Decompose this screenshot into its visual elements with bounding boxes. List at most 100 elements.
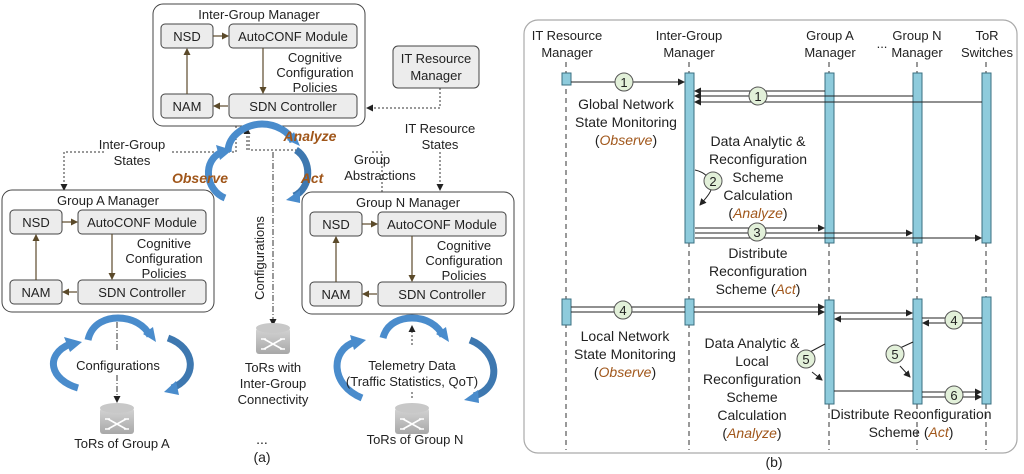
group-abstraction-line-a xyxy=(248,128,300,151)
analytic-global-line-3: Scheme xyxy=(732,169,784,185)
lifeline-group-n-line-2: Manager xyxy=(891,45,943,60)
policies-line-3: Policies xyxy=(142,266,187,281)
svg-text:1: 1 xyxy=(754,89,761,104)
tors-group-a-label: ToRs of Group A xyxy=(74,436,170,451)
lifeline-group-a-line-2: Manager xyxy=(804,45,856,60)
policies-line-3: Policies xyxy=(442,268,487,283)
autoconf-module: AutoCONF Module xyxy=(387,217,497,232)
group-abstractions-line-2: Abstractions xyxy=(344,168,416,183)
caption-b: (b) xyxy=(765,454,782,470)
step-badge-5b: 5 xyxy=(885,344,905,364)
loop-arrowhead-right xyxy=(286,190,300,203)
observe-phase-1: (Observe) xyxy=(595,132,657,148)
loop-arc-top xyxy=(224,120,297,153)
local-monitoring-line-1: Local Network xyxy=(581,328,671,344)
autoconf-module: AutoCONF Module xyxy=(87,215,197,230)
step-badge-3: 3 xyxy=(747,222,767,242)
lifeline-it-line-2: Manager xyxy=(541,45,593,60)
step-badge-1: 1 xyxy=(614,72,634,92)
telemetry-line-1: Telemetry Data xyxy=(368,358,456,373)
panel-b: IT Resource Manager Inter-Group Manager … xyxy=(523,19,1018,470)
configurations-label: Configurations xyxy=(76,358,160,373)
lifeline-it-line-1: IT Resource xyxy=(532,28,603,43)
analytic-global-line-2: Reconfiguration xyxy=(709,151,807,167)
group-n-loop xyxy=(333,314,498,403)
distribute-local-line-1: Distribute Reconfiguration xyxy=(830,406,991,422)
activation-tor-1 xyxy=(981,72,992,244)
tors-inter-group-line-3: Connectivity xyxy=(238,392,309,407)
policies-line-2: Configuration xyxy=(125,251,202,266)
analytic-local-line-1: Data Analytic & xyxy=(705,335,801,351)
svg-text:5: 5 xyxy=(802,352,809,367)
act-label: Act xyxy=(300,170,325,186)
observe-analyze-act-loop: Analyze Observe Act xyxy=(172,120,337,203)
telemetry-line-2: (Traffic Statistics, QoT) xyxy=(346,374,478,389)
sdn-controller: SDN Controller xyxy=(398,287,486,302)
activation-tor-2 xyxy=(981,296,992,405)
lifeline-tor-line-1: ToR xyxy=(975,28,998,43)
sdn-controller: SDN Controller xyxy=(98,285,186,300)
policies-line-2: Configuration xyxy=(276,65,353,80)
distribute-line-1: Distribute xyxy=(728,245,787,261)
analytic-global-line-4: Calculation xyxy=(723,187,792,203)
group-n-manager: Group N Manager NSD AutoCONF Module NAM … xyxy=(302,192,514,314)
activation-inter-2 xyxy=(684,298,695,326)
it-resource-states-line-1: IT Resource xyxy=(405,121,476,136)
svg-text:3: 3 xyxy=(753,225,760,240)
analyze-label: Analyze xyxy=(283,128,337,144)
act-phase-2: Scheme (Act) xyxy=(869,424,954,440)
tor-switch-icon xyxy=(255,322,291,355)
step-badge-4: 4 xyxy=(613,300,633,320)
sdn-controller: SDN Controller xyxy=(249,99,337,114)
analytic-local-line-3: Reconfiguration xyxy=(703,371,801,387)
group-a-loop xyxy=(50,314,194,395)
loop-arrowhead-top xyxy=(287,132,300,146)
global-monitoring-line-2: State Monitoring xyxy=(575,114,677,130)
distribute-line-2: Reconfiguration xyxy=(709,263,807,279)
svg-text:4: 4 xyxy=(950,313,957,328)
loop-arrowhead-left xyxy=(216,145,232,160)
policies-line-3: Policies xyxy=(293,80,338,95)
local-monitoring-line-2: State Monitoring xyxy=(574,346,676,362)
lifeline-tor-line-2: Switches xyxy=(961,45,1014,60)
group-n-manager-title: Group N Manager xyxy=(356,195,461,210)
tor-switch-icon xyxy=(99,402,135,435)
nam-module: NAM xyxy=(173,99,202,114)
inter-group-states-line-1: Inter-Group xyxy=(99,137,165,152)
panel-a: Inter-Group Manager NSD AutoCONF Module … xyxy=(2,4,514,465)
inter-group-manager: Inter-Group Manager NSD AutoCONF Module … xyxy=(153,4,365,126)
it-resource-manager-line-1: IT Resource xyxy=(401,51,472,66)
lifeline-ellipsis: ... xyxy=(877,36,888,51)
analytic-local-line-2: Local xyxy=(735,353,768,369)
analytic-local-line-5: Calculation xyxy=(717,407,786,423)
analyze-phase-1: (Analyze) xyxy=(728,205,787,221)
tors-group-n-label: ToRs of Group N xyxy=(367,432,464,447)
activation-group-n-1 xyxy=(912,72,923,244)
group-abstractions-line-1: Group xyxy=(354,152,390,167)
policies-line-2: Configuration xyxy=(425,253,502,268)
global-monitoring-line-1: Global Network xyxy=(578,96,675,112)
nam-module: NAM xyxy=(22,285,51,300)
it-resource-manager: IT Resource Manager xyxy=(392,45,480,89)
msg-5-a-line xyxy=(809,343,826,353)
observe-phase-2: (Observe) xyxy=(594,364,656,380)
tors-inter-group-line-2: Inter-Group xyxy=(240,376,306,391)
policies-line-1: Cognitive xyxy=(137,236,191,251)
activation-group-a-2 xyxy=(824,299,835,405)
lifeline-inter-line-2: Manager xyxy=(663,45,715,60)
inter-group-states-line-b xyxy=(60,151,104,191)
activation-group-n-2 xyxy=(912,298,923,405)
observe-label: Observe xyxy=(172,170,228,186)
tor-switch-icon xyxy=(394,402,430,435)
activation-group-a-1 xyxy=(824,72,835,244)
svg-text:1: 1 xyxy=(620,75,627,90)
group-abstraction-line-b xyxy=(372,151,383,192)
step-badge-1b: 1 xyxy=(748,86,768,106)
loop-arc-left xyxy=(204,148,227,202)
nsd-module: NSD xyxy=(22,215,49,230)
autoconf-module: AutoCONF Module xyxy=(238,29,348,44)
svg-text:2: 2 xyxy=(709,174,716,189)
caption-a: (a) xyxy=(253,449,270,465)
group-a-manager: Group A Manager NSD AutoCONF Module NAM … xyxy=(2,190,214,312)
lifeline-group-a-line-1: Group A xyxy=(806,28,854,43)
